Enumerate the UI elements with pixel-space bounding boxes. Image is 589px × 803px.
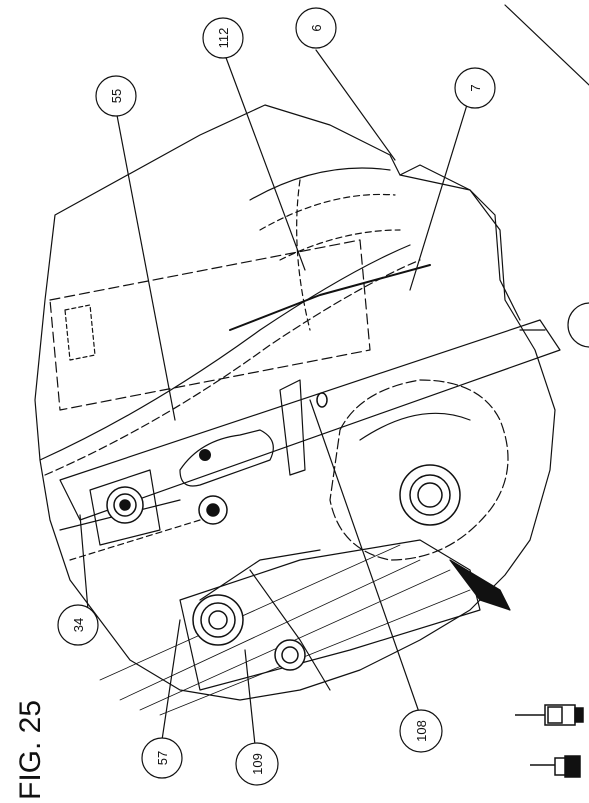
connector-pictograms [515, 704, 584, 778]
bolt-109-icon [192, 594, 244, 646]
bolt-upper-left-icon [106, 486, 144, 524]
bolt-center-icon [198, 495, 228, 525]
lever-bracket [89, 469, 161, 546]
callout-34: 34 [57, 604, 99, 646]
hidden-block [49, 239, 371, 411]
figure-title: FIG. 25 [14, 700, 47, 800]
callout-7: 7 [454, 67, 496, 109]
pin-108-icon [316, 392, 328, 408]
svg-text:112: 112 [216, 28, 231, 49]
leader-34 [79, 514, 89, 611]
cam-profile [329, 379, 509, 561]
leader-55 [115, 109, 176, 421]
callout-6: 6 [295, 7, 337, 49]
callout-109: 109 [235, 742, 279, 786]
svg-text:55: 55 [109, 89, 124, 103]
cover-plate [399, 164, 521, 321]
leader-57 [161, 619, 181, 741]
leader-109 [244, 649, 256, 746]
callout-55: 55 [95, 75, 137, 117]
leader-7 [409, 94, 471, 291]
bolt-cam-pivot-icon [399, 464, 461, 526]
leader-108 [309, 399, 421, 716]
svg-text:57: 57 [155, 751, 170, 765]
callout-edge-partial [567, 302, 589, 348]
detent-dot [199, 449, 211, 461]
leader-6 [315, 49, 396, 161]
svg-text:109: 109 [250, 753, 265, 775]
svg-text:6: 6 [309, 24, 324, 31]
callout-108: 108 [399, 709, 443, 753]
bolt-lower-icon [274, 639, 306, 671]
leader-112 [224, 54, 306, 271]
svg-text:34: 34 [71, 618, 86, 632]
slotted-plate [59, 319, 561, 521]
callout-112: 112 [202, 17, 244, 59]
svg-text:7: 7 [468, 84, 483, 91]
curved-arm [39, 244, 411, 461]
svg-text:108: 108 [414, 720, 429, 742]
callout-57: 57 [141, 737, 183, 779]
